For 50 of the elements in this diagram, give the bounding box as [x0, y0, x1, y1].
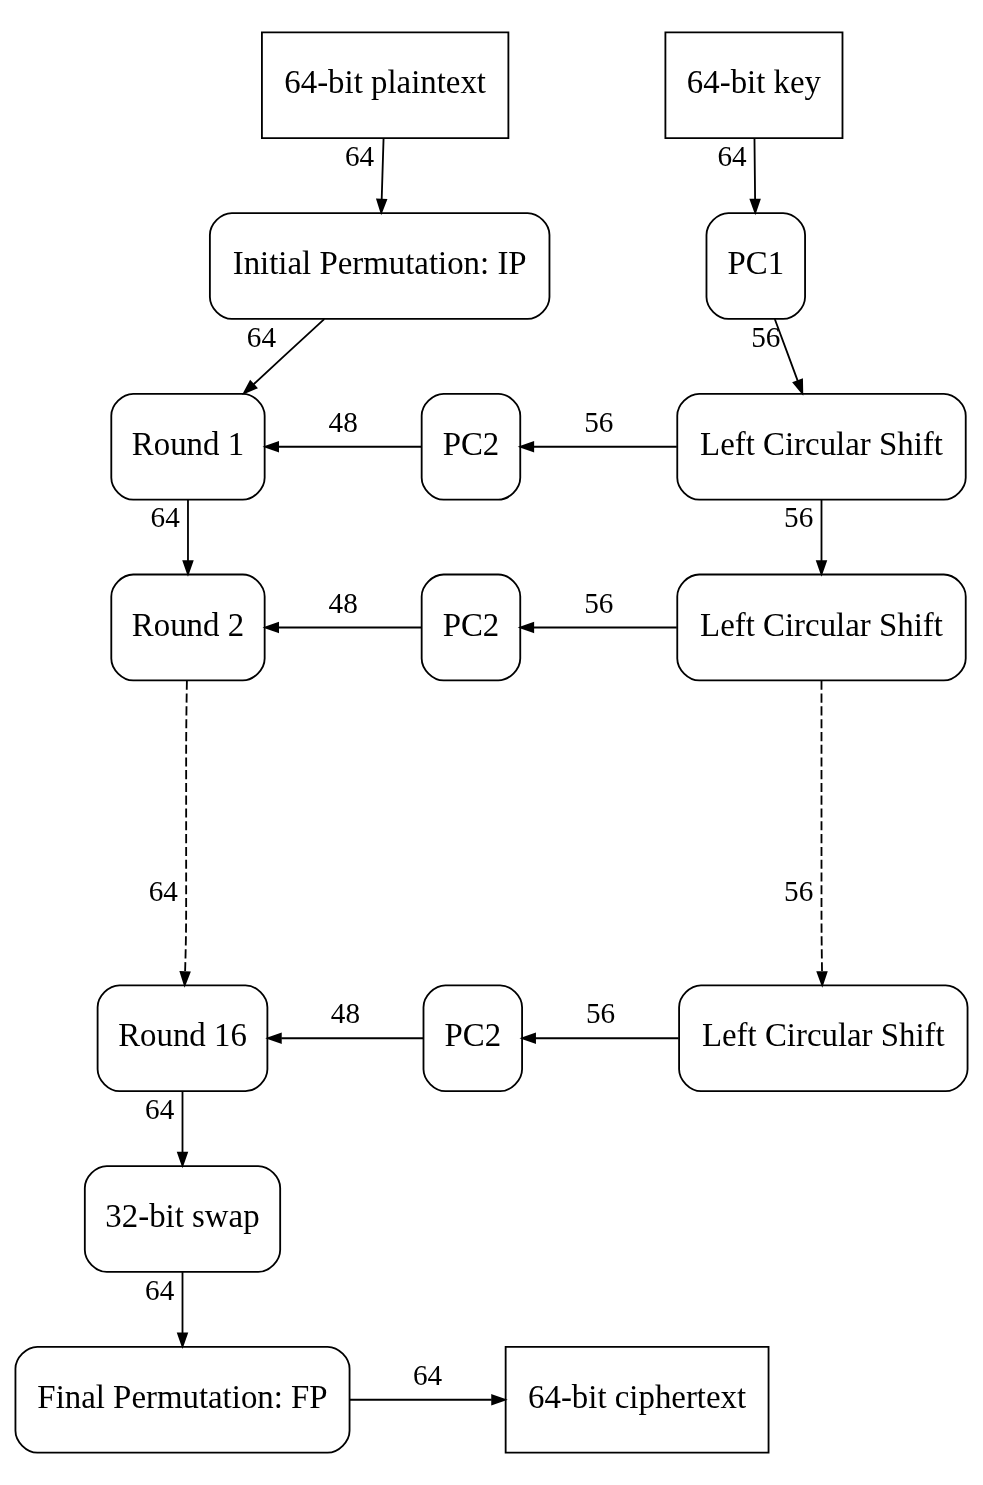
edge-label: 48: [328, 586, 358, 619]
node-box: Round 2: [110, 573, 266, 682]
arrow: [816, 679, 828, 988]
arrow: [176, 1090, 189, 1169]
arrow: [176, 1271, 189, 1349]
edge-label: 64: [344, 139, 375, 172]
node-box: PC1: [705, 212, 806, 320]
edge-label: 64: [145, 1273, 175, 1306]
edge-label: 56: [784, 501, 814, 534]
edge-label: 48: [330, 997, 361, 1030]
node-box: PC2: [422, 984, 523, 1093]
arrow: [348, 1394, 508, 1406]
edge-label: 56: [784, 874, 814, 907]
edge-label: 48: [328, 405, 358, 438]
arrow: [265, 1032, 425, 1045]
node-box: 64-bit plaintext: [261, 31, 510, 140]
edge-label: 56: [751, 320, 781, 353]
edge-label: 56: [585, 997, 616, 1030]
edge-label: 64: [246, 320, 276, 353]
node-box: Left Circular Shift: [676, 392, 967, 501]
arrow: [815, 498, 828, 577]
edge-label: 56: [584, 586, 614, 619]
node-box: 64-bit key: [664, 31, 844, 140]
node-box: Final Permutation: FP: [14, 1345, 351, 1454]
edge-label: 64: [413, 1358, 443, 1391]
node-box: PC2: [420, 573, 522, 682]
arrow: [179, 679, 191, 988]
edge-label: 64: [150, 501, 180, 534]
arrow: [262, 440, 423, 453]
arrow: [517, 621, 678, 634]
node-box: Left Circular Shift: [676, 573, 967, 682]
node-box: PC2: [420, 392, 522, 501]
arrow: [519, 1032, 680, 1045]
arrow: [241, 318, 326, 396]
node-box: 64-bit ciphertext: [504, 1345, 770, 1454]
arrow: [773, 318, 804, 396]
node-box: 32-bit swap: [83, 1165, 282, 1273]
edge-label: 64: [717, 139, 747, 172]
edge-label: 64: [145, 1092, 175, 1125]
edge-label: 56: [584, 405, 614, 438]
node-box: Left Circular Shift: [678, 984, 969, 1093]
node-box: Initial Permutation: IP: [208, 212, 551, 320]
arrow: [262, 621, 423, 634]
arrow: [517, 440, 678, 453]
node-box: Round 16: [96, 984, 269, 1093]
edge-label: 64: [148, 874, 178, 907]
node-box: Round 1: [110, 392, 266, 501]
arrow: [182, 498, 194, 577]
arrow: [375, 137, 388, 216]
arrow: [749, 137, 761, 216]
